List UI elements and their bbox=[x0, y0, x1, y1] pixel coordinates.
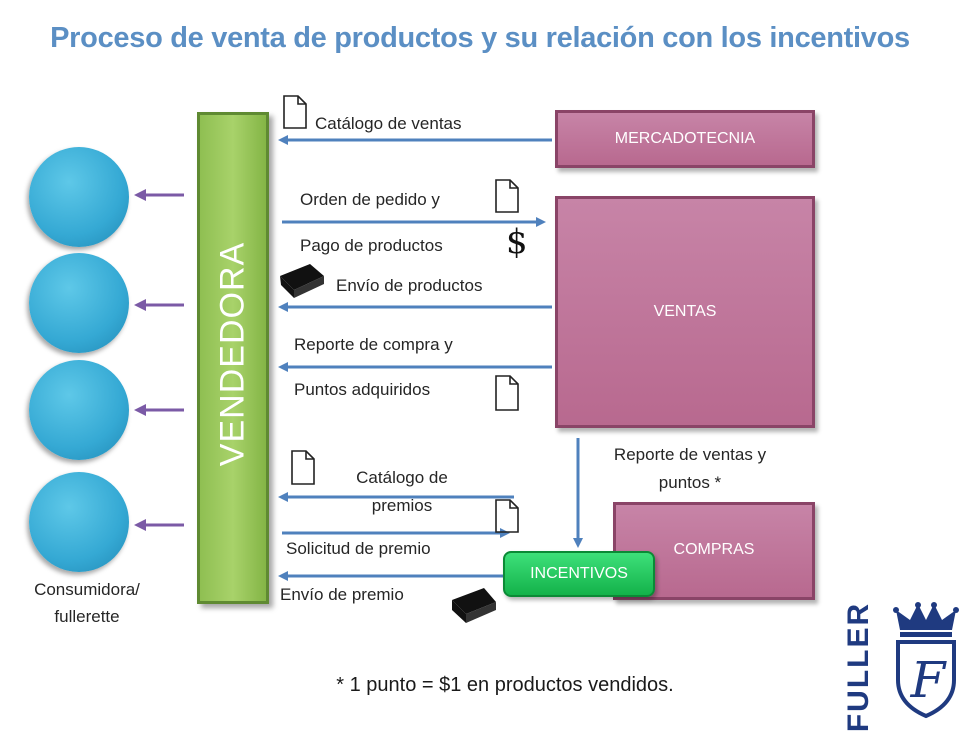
diagram-connectors bbox=[134, 95, 583, 623]
ventas-label: VENTAS bbox=[653, 303, 717, 320]
consumer-circle-3 bbox=[29, 360, 129, 460]
compras-label: COMPRAS bbox=[673, 541, 755, 558]
consumer-label-line-1: Consumidora/ bbox=[34, 580, 140, 599]
dollar-icon: $ bbox=[506, 222, 528, 262]
mercadotecnia-box: MERCADOTECNIA bbox=[555, 110, 815, 168]
label-envio-premio: Envío de premio bbox=[280, 585, 404, 604]
label-catalogo-premios: Catálogo de premios bbox=[342, 468, 462, 516]
package-icon bbox=[452, 588, 496, 623]
document-icon bbox=[495, 375, 519, 411]
footnote: * 1 punto = $1 en productos vendidos. bbox=[336, 674, 674, 696]
vendedora-bar bbox=[197, 112, 269, 604]
label-puntos-adquiridos: Puntos adquiridos bbox=[294, 380, 431, 399]
vendedora-label: VENDEDORA bbox=[213, 241, 252, 467]
label-catalogo-premios-line-1: Catálogo de bbox=[356, 468, 448, 487]
label-solicitud-premio: Solicitud de premio bbox=[286, 539, 431, 558]
fuller-monogram: F bbox=[910, 651, 946, 709]
ventas-box: VENTAS bbox=[555, 196, 815, 428]
package-icon bbox=[280, 264, 324, 298]
incentivos-label: INCENTIVOS bbox=[530, 565, 628, 582]
label-reporte-compra: Reporte de compra y bbox=[294, 335, 453, 354]
fuller-logo: FULLER F bbox=[840, 600, 960, 732]
label-catalogo-ventas: Catálogo de ventas bbox=[315, 114, 462, 133]
page-title: Proceso de venta de productos y su relac… bbox=[50, 22, 910, 54]
document-icon bbox=[291, 450, 315, 485]
incentivos-box: INCENTIVOS bbox=[503, 551, 655, 597]
label-reporte-ventas: Reporte de ventas y puntos * bbox=[580, 445, 800, 493]
crown-icon bbox=[893, 602, 959, 719]
consumer-circle-1 bbox=[29, 147, 129, 247]
compras-box: COMPRAS bbox=[613, 502, 815, 600]
label-reporte-ventas-line-2: puntos * bbox=[658, 473, 722, 492]
consumer-circle-4 bbox=[29, 472, 129, 572]
label-envio-productos: Envío de productos bbox=[336, 276, 483, 295]
document-icon bbox=[283, 95, 307, 129]
label-reporte-ventas-line-1: Reporte de ventas y bbox=[613, 445, 767, 464]
consumer-circle-2 bbox=[29, 253, 129, 353]
mercadotecnia-label: MERCADOTECNIA bbox=[614, 130, 756, 147]
consumer-label-line-2: fullerette bbox=[54, 607, 120, 626]
document-icon bbox=[495, 499, 519, 533]
label-pago-productos: Pago de productos bbox=[300, 236, 443, 255]
consumer-label: Consumidora/ fullerette bbox=[0, 580, 174, 627]
label-orden-pedido: Orden de pedido y bbox=[300, 190, 440, 209]
document-icon bbox=[495, 179, 519, 213]
label-catalogo-premios-line-2: premios bbox=[371, 496, 433, 515]
